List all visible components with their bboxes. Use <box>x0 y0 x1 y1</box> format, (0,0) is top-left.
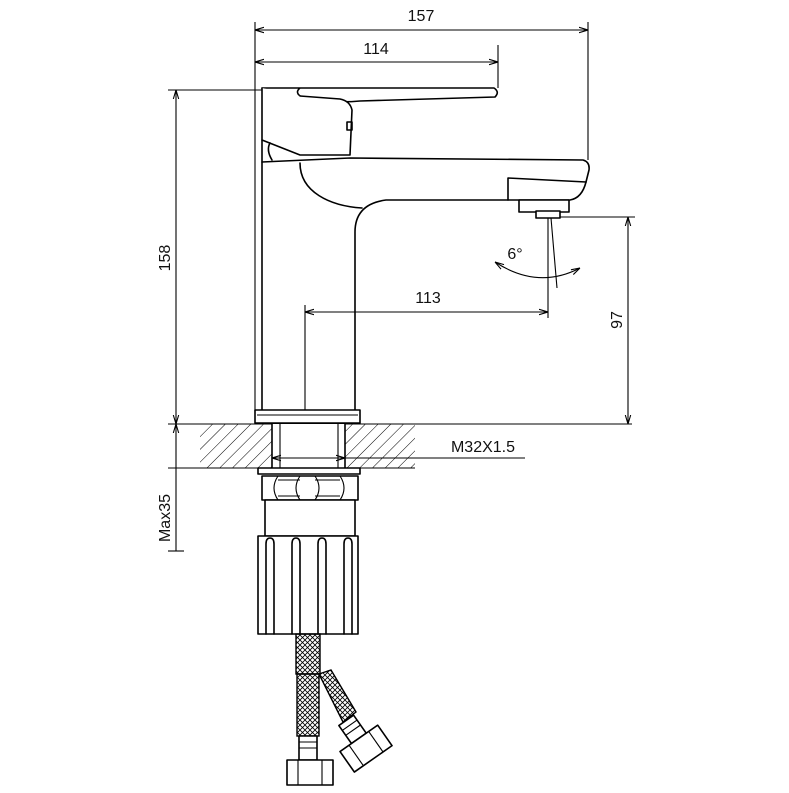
handle-cartridge <box>261 87 353 156</box>
faucet-body <box>254 87 590 424</box>
label-158: 158 <box>157 245 174 272</box>
faucet-base <box>254 409 361 424</box>
hose-nut-angled <box>339 724 393 773</box>
label-157: 157 <box>408 8 435 25</box>
dimension-spout-height: 97 <box>560 216 635 424</box>
mounting-hardware <box>257 467 361 635</box>
label-97: 97 <box>609 311 626 329</box>
dimension-thread: M32X1.5 <box>272 439 525 458</box>
label-114: 114 <box>363 41 389 58</box>
spout-underside <box>354 199 509 413</box>
tightening-nut <box>257 535 359 635</box>
dimension-handle-length: 114 <box>255 41 499 88</box>
label-6-degrees: 6° <box>507 246 522 263</box>
dimension-max-counter: Max35 <box>157 424 184 552</box>
label-113: 113 <box>415 290 441 307</box>
hose-fitting-angled <box>338 714 393 773</box>
hose-vertical <box>296 673 320 737</box>
handle-screw <box>346 121 353 131</box>
washer <box>257 467 361 475</box>
hose-angled <box>318 669 357 724</box>
label-max35: Max35 <box>157 494 174 542</box>
dimension-total-height: 158 <box>157 89 262 424</box>
hose-nut-vertical <box>286 759 334 786</box>
label-thread: M32X1.5 <box>451 439 515 456</box>
aerator-housing <box>507 177 587 201</box>
aerator-tip <box>535 210 561 219</box>
body-inner-curve <box>299 162 363 209</box>
dimension-spout-angle: 6° <box>495 217 580 289</box>
supply-hoses <box>286 633 393 786</box>
spout-top <box>261 157 590 183</box>
dimension-overall-width: 157 <box>254 8 589 412</box>
counter-section <box>168 423 415 471</box>
handle-neck <box>267 142 273 161</box>
shank <box>264 499 356 537</box>
hose-vertical-upper <box>295 633 321 675</box>
counter-hole <box>272 424 345 468</box>
